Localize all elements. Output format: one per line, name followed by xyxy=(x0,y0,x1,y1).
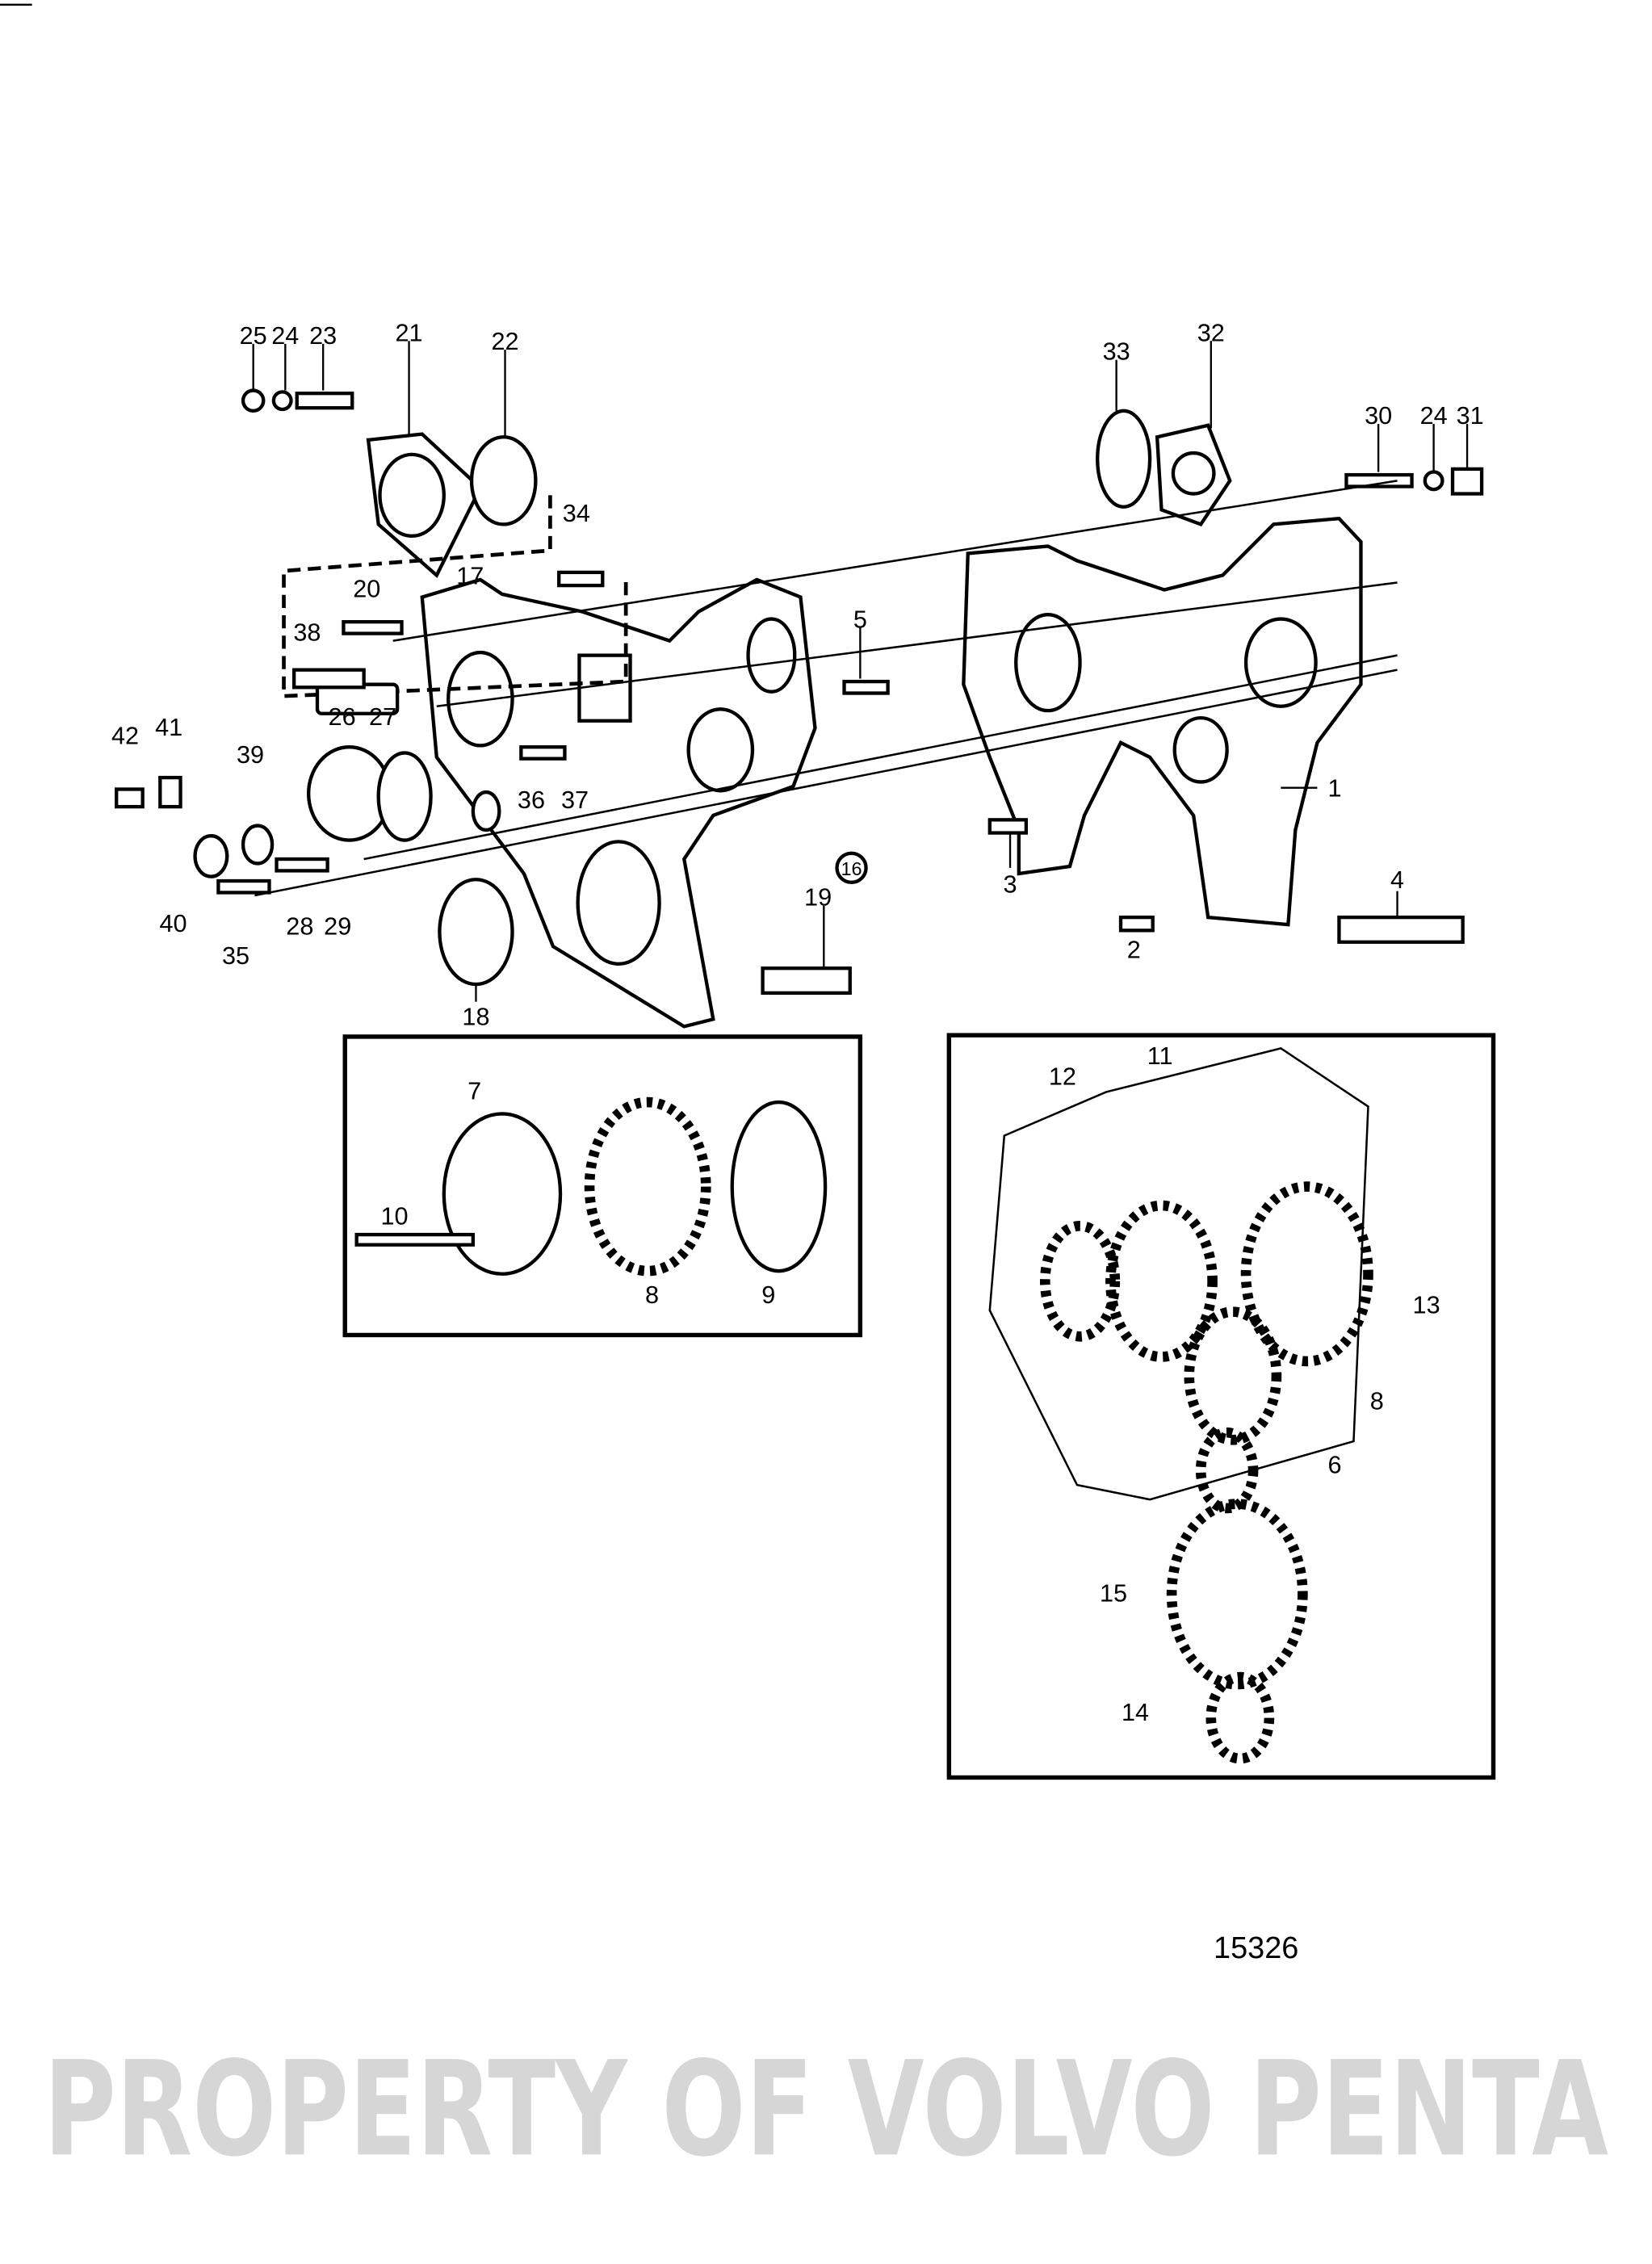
label-24b: 24 xyxy=(1420,402,1448,430)
label-26: 26 xyxy=(329,703,356,731)
o-ring-33 xyxy=(1096,409,1152,509)
label-33: 33 xyxy=(1103,338,1130,366)
watermark-text: PROPERTY OF VOLVO PENTA xyxy=(44,2033,1608,2186)
label-9: 9 xyxy=(761,1281,775,1309)
label-36: 36 xyxy=(518,786,545,814)
label-31: 31 xyxy=(1457,402,1484,430)
assembly-lines xyxy=(254,480,1398,897)
label-34: 34 xyxy=(563,500,590,527)
stud-30 xyxy=(1344,467,1484,496)
label-29: 29 xyxy=(324,913,351,941)
cover-32 xyxy=(1155,423,1232,527)
timing-cover-left xyxy=(420,577,817,1029)
leader-lines xyxy=(252,341,1469,1002)
label-21: 21 xyxy=(396,319,423,346)
drawing-number: 15326 xyxy=(1214,1931,1298,1965)
label-41: 41 xyxy=(155,714,182,741)
bolts xyxy=(216,570,1155,933)
label-2: 2 xyxy=(1127,937,1141,964)
label-14: 14 xyxy=(1122,1699,1149,1726)
gear-6 xyxy=(1195,1427,1259,1514)
label-35: 35 xyxy=(222,942,249,970)
watermark: PROPERTY OF VOLVO PENTA xyxy=(44,2033,1608,2186)
label-10: 10 xyxy=(380,1202,408,1230)
label-40: 40 xyxy=(159,910,187,937)
label-6: 6 xyxy=(1328,1452,1342,1479)
seal-22 xyxy=(469,435,538,526)
label-19: 19 xyxy=(804,884,832,912)
label-3: 3 xyxy=(1004,870,1017,898)
detail-box-hub: 7 10 8 9 xyxy=(342,1034,863,1338)
gear-8 xyxy=(584,1096,711,1277)
stud-nut-washer xyxy=(241,388,354,413)
label-12: 12 xyxy=(1049,1063,1076,1090)
seal-18 xyxy=(438,878,514,987)
gear-15 xyxy=(1166,1499,1308,1690)
seal-39 xyxy=(241,824,275,866)
label-39: 39 xyxy=(237,741,264,769)
label-23: 23 xyxy=(309,322,337,350)
bolt-42 xyxy=(115,787,145,809)
timing-cover-right xyxy=(962,516,1363,927)
gear-8b xyxy=(1184,1306,1282,1445)
bolt-10 xyxy=(354,1232,476,1247)
label-1: 1 xyxy=(1328,774,1342,802)
label-13: 13 xyxy=(1413,1291,1440,1319)
label-24: 24 xyxy=(271,322,299,350)
gear-14 xyxy=(1205,1671,1275,1764)
label-16: 16 xyxy=(841,858,862,879)
part-labels: 25 24 23 21 22 34 17 20 38 5 26 27 39 42… xyxy=(111,319,1484,1030)
gear-11 xyxy=(1105,1200,1218,1362)
label-42: 42 xyxy=(111,723,139,750)
label-17: 17 xyxy=(456,562,484,589)
gear-13 xyxy=(1240,1181,1373,1367)
label-7: 7 xyxy=(468,1077,481,1105)
o-ring-27 xyxy=(376,751,433,842)
gear-12 xyxy=(1039,1220,1121,1342)
label-22: 22 xyxy=(491,328,518,355)
plate-9 xyxy=(730,1100,828,1273)
plug-40 xyxy=(193,833,229,878)
label-25: 25 xyxy=(240,322,267,350)
label-38: 38 xyxy=(293,619,321,647)
hub-7 xyxy=(442,1112,563,1276)
label-5: 5 xyxy=(853,606,867,633)
label-18: 18 xyxy=(462,1004,489,1031)
dashed-group-outline xyxy=(282,495,628,698)
label-37: 37 xyxy=(561,786,589,814)
label-4: 4 xyxy=(1390,866,1404,894)
kit-circle-16 xyxy=(835,851,868,885)
clip-41 xyxy=(158,775,182,809)
label-8: 8 xyxy=(645,1281,659,1309)
label-20: 20 xyxy=(353,576,380,603)
label-27: 27 xyxy=(369,703,396,731)
label-28: 28 xyxy=(286,913,313,941)
label-32: 32 xyxy=(1197,319,1225,346)
cover-plate-21 xyxy=(366,432,483,578)
label-30: 30 xyxy=(1365,402,1392,430)
label-15: 15 xyxy=(1100,1579,1127,1607)
sealant-tube-4 xyxy=(1337,915,1465,944)
sealant-tube-19 xyxy=(761,966,852,996)
label-8c: 8 xyxy=(1370,1387,1384,1415)
label-11: 11 xyxy=(1147,1042,1173,1070)
detail-box-gear-train: 12 11 13 8 6 15 14 xyxy=(946,1033,1496,1780)
